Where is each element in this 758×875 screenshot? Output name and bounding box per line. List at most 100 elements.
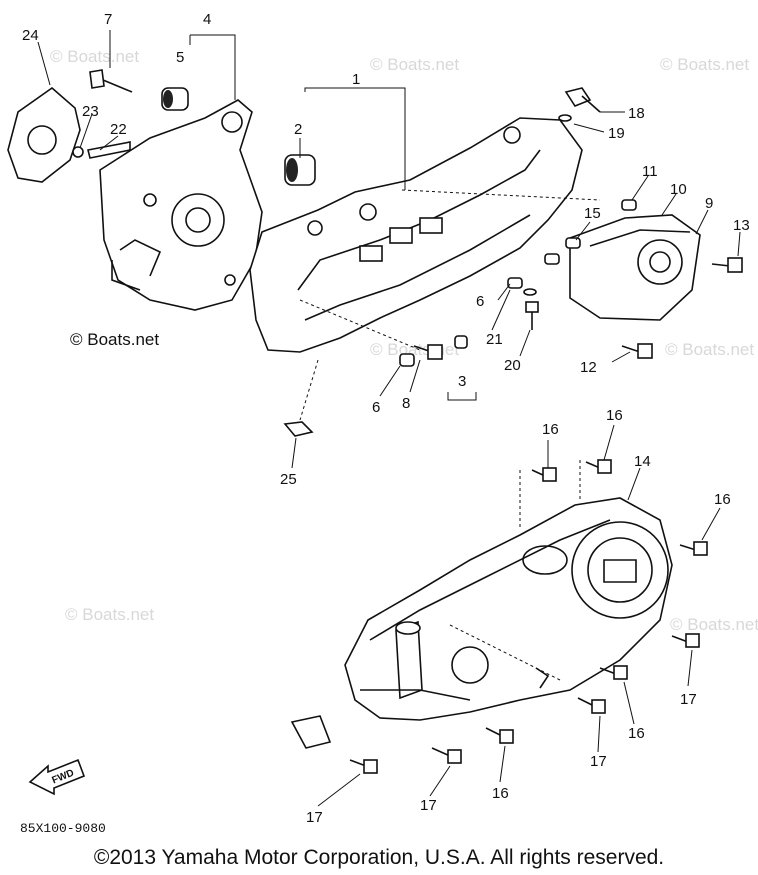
diagram-code: 85X100-9080	[20, 821, 106, 836]
washer	[523, 288, 537, 296]
hose-clamp	[535, 667, 550, 689]
part-label-20: 20	[504, 357, 521, 374]
leader-line	[37, 41, 51, 86]
leader-line	[409, 359, 421, 393]
watermark: © Boats.net	[670, 615, 758, 634]
main-crankcase	[249, 117, 583, 353]
part-label-21: 21	[486, 331, 503, 348]
long-bolt	[89, 69, 133, 93]
leader-line	[631, 175, 649, 201]
leader-line	[317, 773, 361, 807]
forward-arrow-icon: FWD	[28, 758, 86, 796]
part-label-17: 17	[590, 753, 607, 770]
bolt	[525, 301, 539, 330]
part-label-9: 9	[705, 195, 713, 212]
leader-line	[519, 329, 531, 357]
part-label-14: 14	[634, 453, 651, 470]
bolt	[599, 665, 628, 680]
washer	[558, 114, 572, 122]
alignment-line	[299, 359, 319, 421]
part-label-6: 6	[372, 399, 380, 416]
clip	[290, 715, 332, 749]
bolt	[711, 257, 743, 273]
alignment-line	[299, 299, 421, 351]
part-label-4: 4	[203, 11, 211, 28]
leader-line	[737, 231, 741, 257]
dowel-pin	[621, 199, 637, 211]
drain-plug	[564, 87, 601, 113]
leader-line	[627, 467, 641, 501]
bolt	[679, 541, 708, 556]
bolt	[413, 344, 443, 360]
part-label-10: 10	[670, 181, 687, 198]
leader-line	[611, 351, 631, 363]
part-label-16: 16	[492, 785, 509, 802]
watermark: © Boats.net	[65, 605, 154, 624]
leader-line	[623, 681, 635, 725]
leader-line	[491, 289, 511, 331]
part-label-16: 16	[542, 421, 559, 438]
leader-line	[99, 135, 119, 151]
gasket-plate	[7, 86, 81, 183]
leader-line	[573, 123, 605, 133]
dowel-pin	[72, 146, 84, 158]
part-label-8: 8	[402, 395, 410, 412]
bolt	[431, 747, 462, 764]
part-label-1: 1	[352, 71, 360, 88]
bolt	[621, 343, 653, 359]
leader-line	[497, 283, 511, 301]
part-label-18: 18	[628, 105, 645, 122]
dowel-pin	[544, 253, 560, 265]
leader-line	[379, 365, 401, 397]
part-label-25: 25	[280, 471, 297, 488]
part-label-17: 17	[680, 691, 697, 708]
part-label-5: 5	[176, 49, 184, 66]
watermark: © Boats.net	[665, 340, 754, 359]
part-label-16: 16	[606, 407, 623, 424]
part-label-17: 17	[306, 809, 323, 826]
part-label-15: 15	[584, 205, 601, 222]
part-label-17: 17	[420, 797, 437, 814]
transmission-cover	[344, 497, 673, 721]
part-label-13: 13	[733, 217, 750, 234]
leader-line	[701, 507, 721, 541]
leader-line	[79, 113, 93, 149]
part-label-19: 19	[608, 125, 625, 142]
part-label-2: 2	[294, 121, 302, 138]
leader-line	[603, 424, 615, 461]
leader-line	[597, 715, 601, 753]
part-label-6: 6	[476, 293, 484, 310]
part-label-11: 11	[642, 163, 658, 180]
dowel-pin	[399, 353, 415, 367]
watermark: © Boats.net	[660, 55, 749, 74]
dowel-pin	[565, 237, 581, 249]
bushing	[161, 87, 189, 111]
side-cover	[569, 214, 701, 321]
leader-line	[575, 221, 591, 241]
bolt	[349, 759, 378, 774]
leader-bracket	[190, 34, 236, 100]
part-label-24: 24	[22, 27, 39, 44]
watermark: © Boats.net	[50, 47, 139, 66]
leader-line	[695, 209, 709, 235]
bracket-line	[447, 392, 477, 401]
part-label-7: 7	[104, 11, 112, 28]
part-label-22: 22	[110, 121, 127, 138]
leader-line	[499, 745, 506, 783]
part-label-16: 16	[714, 491, 731, 508]
part-label-23: 23	[82, 103, 99, 120]
left-crankcase-half	[99, 99, 263, 311]
watermark: © Boats.net	[370, 55, 459, 74]
clip	[283, 421, 314, 437]
leader-line	[687, 649, 693, 687]
bolt	[485, 727, 514, 744]
leader-line	[429, 765, 451, 797]
leader-line	[291, 437, 297, 469]
part-label-12: 12	[580, 359, 597, 376]
bolt	[577, 697, 606, 714]
part-label-16: 16	[628, 725, 645, 742]
watermark-dark: © Boats.net	[70, 330, 159, 349]
dowel-pin	[454, 335, 468, 349]
leader-bracket	[304, 87, 406, 190]
